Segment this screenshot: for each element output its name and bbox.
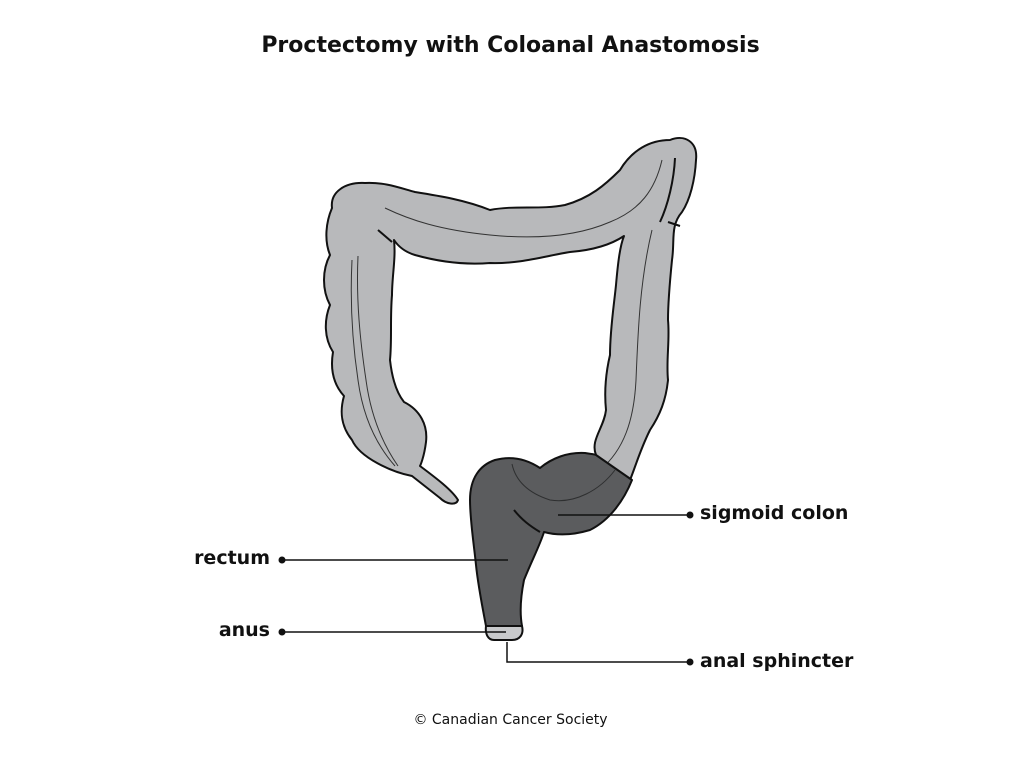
colon-flexure-mark-right-2 (667, 221, 681, 227)
colon-inner-line-descending (599, 229, 653, 471)
anal-sphincter-shape (484, 625, 524, 641)
colon-shape (323, 137, 698, 505)
leader-anus (278, 628, 506, 636)
sigmoid-inner-line (511, 463, 616, 502)
rectum-sigmoid-shape (469, 451, 633, 627)
colon-inner-line-ascending (350, 259, 396, 467)
label-anus: anus (218, 619, 270, 641)
colon-flexure-mark-right (659, 157, 676, 223)
copyright-credit: © Canadian Cancer Society (413, 712, 608, 728)
leader-anal-sphincter (506, 642, 694, 666)
leader-rectum (278, 556, 508, 564)
leader-sigmoid-colon (558, 511, 694, 519)
label-anal-sphincter: anal sphincter (700, 650, 854, 672)
colon-inner-line-transverse (384, 159, 663, 238)
label-rectum: rectum (194, 547, 270, 569)
diagram-title: Proctectomy with Coloanal Anastomosis (261, 33, 760, 58)
colon-flexure-mark-left (377, 229, 393, 243)
sigmoid-fold-mark (513, 509, 541, 533)
colon-inner-line-ascending-2 (356, 255, 399, 467)
label-sigmoid-colon: sigmoid colon (700, 502, 849, 524)
